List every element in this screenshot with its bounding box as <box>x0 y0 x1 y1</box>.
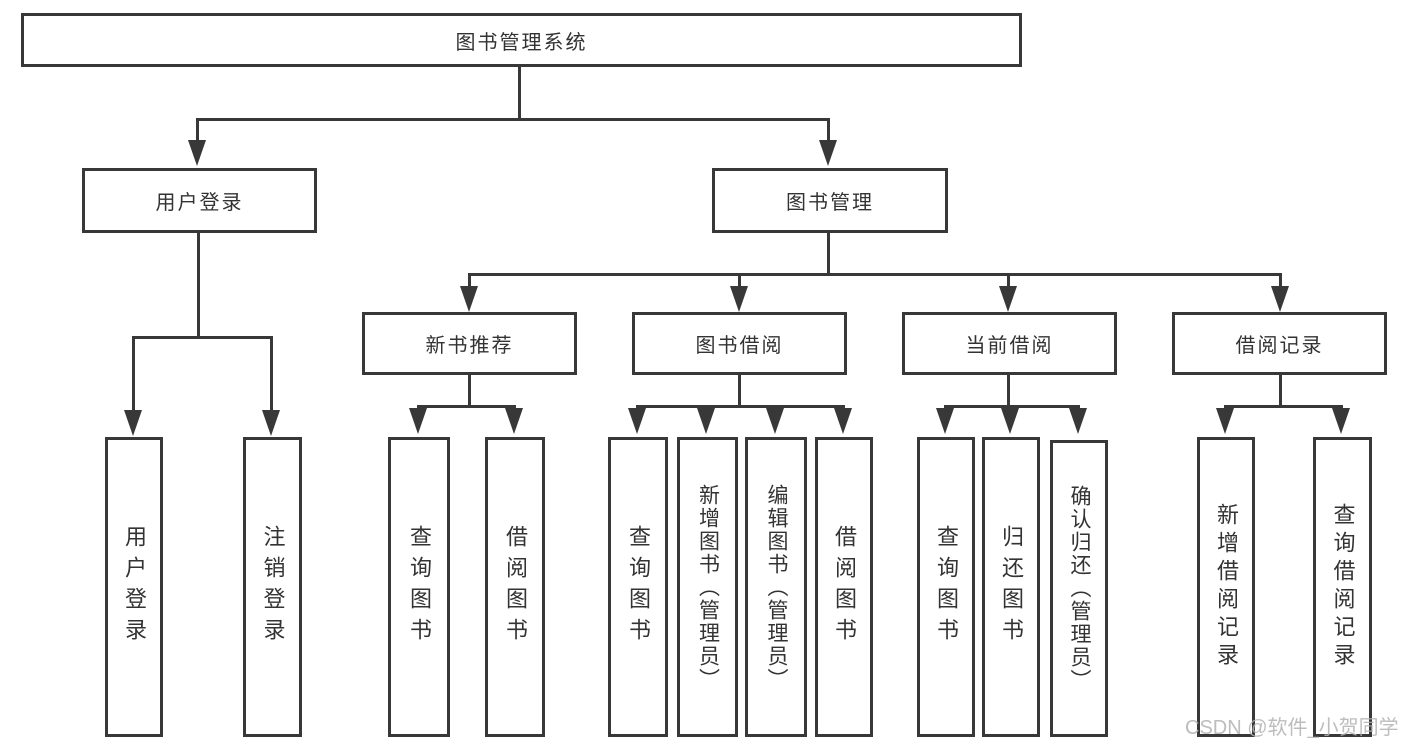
node-add-borrow-record: 新增借阅记录 <box>1197 437 1255 737</box>
arrow-down-icon <box>1001 408 1019 434</box>
connector-line <box>944 405 1080 408</box>
node-library-management-system: 图书管理系统 <box>21 13 1022 67</box>
arrow-down-icon <box>188 140 206 166</box>
arrow-down-icon <box>1069 408 1087 434</box>
node-query-books-1: 查询图书 <box>388 437 450 737</box>
arrow-down-icon <box>460 286 478 312</box>
connector-line <box>518 67 521 118</box>
connector-line <box>270 336 273 411</box>
connector-line <box>1279 375 1282 405</box>
node-new-book-recommend: 新书推荐 <box>362 312 577 375</box>
node-borrow-books-1: 借阅图书 <box>485 437 545 737</box>
node-query-books-3: 查询图书 <box>917 437 975 737</box>
arrow-down-icon <box>409 408 427 434</box>
connector-line <box>738 273 741 289</box>
connector-line <box>827 233 830 276</box>
node-query-borrow-record: 查询借阅记录 <box>1313 437 1372 737</box>
connector-line <box>132 336 135 411</box>
arrow-down-icon <box>628 408 646 434</box>
connector-line <box>636 405 845 408</box>
arrow-down-icon <box>819 140 837 166</box>
arrow-down-icon <box>1271 286 1289 312</box>
connector-line <box>1007 273 1010 289</box>
connector-line <box>1007 375 1010 407</box>
connector-line <box>1224 405 1343 408</box>
arrow-down-icon <box>505 408 523 434</box>
connector-line <box>196 118 199 142</box>
watermark: CSDN @软件_小贺同学 <box>1185 717 1399 739</box>
arrow-down-icon <box>1332 408 1350 434</box>
node-user-login: 用户登录 <box>82 168 317 233</box>
arrow-down-icon <box>730 286 748 312</box>
connector-line <box>827 118 830 142</box>
node-add-books-admin: 新增图书（管理员） <box>677 437 738 737</box>
arrow-down-icon <box>766 408 784 434</box>
connector-line <box>738 375 741 405</box>
arrow-down-icon <box>262 410 280 436</box>
arrow-down-icon <box>1216 408 1234 434</box>
arrow-down-icon <box>124 410 142 436</box>
node-query-books-2: 查询图书 <box>608 437 668 737</box>
connector-line <box>132 336 273 339</box>
node-return-books: 归还图书 <box>982 437 1040 737</box>
connector-line <box>468 375 471 407</box>
node-borrow-books-2: 借阅图书 <box>815 437 873 737</box>
arrow-down-icon <box>936 408 954 434</box>
node-book-management: 图书管理 <box>712 168 948 233</box>
connector-line <box>1279 273 1282 289</box>
node-confirm-return-admin: 确认归还（管理员） <box>1050 440 1108 737</box>
arrow-down-icon <box>834 408 852 434</box>
connector-line <box>468 273 471 289</box>
node-edit-books-admin: 编辑图书（管理员） <box>745 437 807 737</box>
arrow-down-icon <box>697 408 715 434</box>
arrow-down-icon <box>999 286 1017 312</box>
connector-line <box>196 118 830 121</box>
node-borrowing-records: 借阅记录 <box>1172 312 1387 375</box>
connector-line <box>417 405 516 408</box>
node-current-borrowing: 当前借阅 <box>902 312 1117 375</box>
connector-line <box>197 233 200 336</box>
node-logout: 注销登录 <box>243 437 302 737</box>
connector-line <box>468 273 1282 276</box>
node-user-login-leaf: 用户登录 <box>105 437 163 737</box>
node-book-borrowing: 图书借阅 <box>632 312 847 375</box>
